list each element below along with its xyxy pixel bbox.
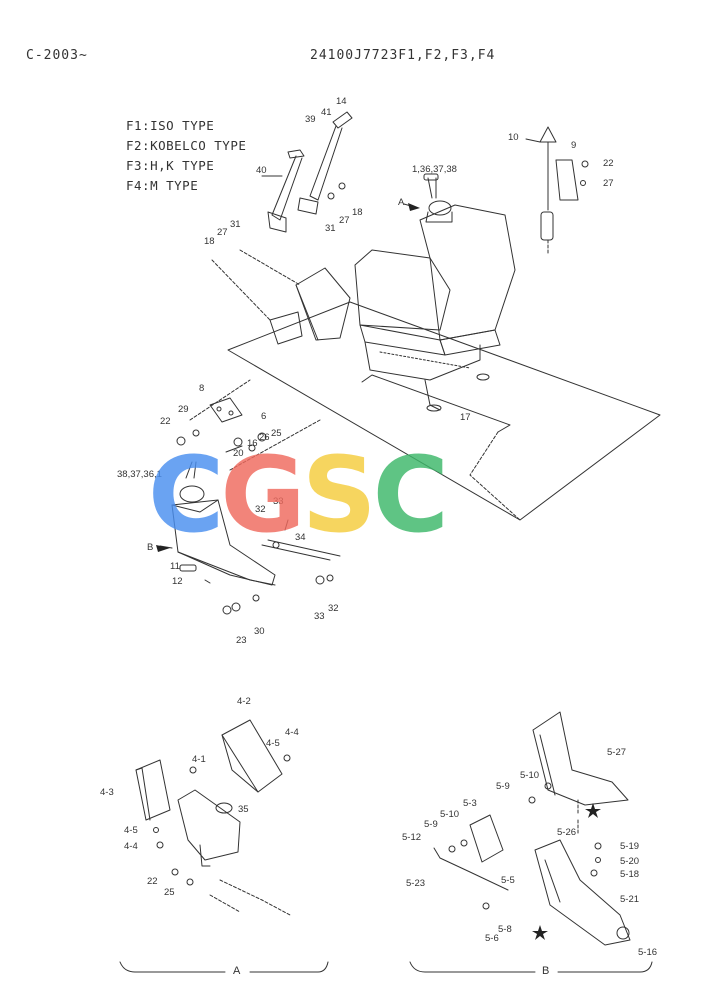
part-label-l4_4b: 4-4 xyxy=(124,841,138,852)
part-label-l32a: 32 xyxy=(255,504,266,515)
type-f1: F1:ISO TYPE xyxy=(126,118,215,133)
part-label-l5_6: 5-6 xyxy=(485,933,499,944)
watermark: CGSC xyxy=(148,434,449,556)
part-label-l5_9b: 5-9 xyxy=(424,819,438,830)
bracket-8 xyxy=(176,397,267,453)
part-label-l1363738: 1,36,37,38 xyxy=(412,164,457,175)
part-label-l30: 30 xyxy=(254,626,265,637)
part-label-l5_21: 5-21 xyxy=(620,894,640,905)
part-label-l40: 40 xyxy=(256,165,267,176)
view-arrows xyxy=(156,203,420,552)
part-label-l18a: 18 xyxy=(352,207,363,218)
part-label-l16: 16 xyxy=(247,438,258,449)
part-label-l27a: 27 xyxy=(603,178,614,189)
part-label-l27b: 27 xyxy=(339,215,350,226)
part-label-l27c: 27 xyxy=(217,227,228,238)
part-label-l39: 39 xyxy=(305,114,316,125)
part-label-l4_3: 4-3 xyxy=(100,787,114,798)
part-label-l4_5a: 4-5 xyxy=(266,738,280,749)
part-label-l18b: 18 xyxy=(204,236,215,247)
part-number: 24100J7723F1,F2,F3,F4 xyxy=(310,48,496,63)
part-label-l5_26: 5-26 xyxy=(557,827,577,838)
type-f2: F2:KOBELCO TYPE xyxy=(126,138,247,153)
lever-10 xyxy=(525,126,589,256)
part-label-l32b: 32 xyxy=(328,603,339,614)
part-label-l5_10a: 5-10 xyxy=(520,770,540,781)
part-label-l6: 6 xyxy=(261,411,267,422)
part-label-l383736: 38,37,36,1 xyxy=(117,469,162,480)
part-label-l20: 20 xyxy=(233,448,244,459)
model-code: C-2003~ xyxy=(26,48,88,63)
part-label-l5_12: 5-12 xyxy=(402,832,422,843)
type-f3: F3:H,K TYPE xyxy=(126,158,215,173)
watermark-letter: C xyxy=(148,434,224,556)
part-label-l22b: 22 xyxy=(160,416,171,427)
caption-b: B xyxy=(542,965,550,977)
star-markers xyxy=(532,803,601,940)
part-label-lB: B xyxy=(147,542,154,553)
part-label-l10: 10 xyxy=(508,132,519,143)
part-label-l5_18: 5-18 xyxy=(620,869,640,880)
part-label-l4_2: 4-2 xyxy=(237,696,251,707)
detail-b xyxy=(409,711,653,973)
part-label-l5_23: 5-23 xyxy=(406,878,426,889)
part-label-l31a: 31 xyxy=(325,223,336,234)
part-label-l4_5b: 4-5 xyxy=(124,825,138,836)
watermark-letter: S xyxy=(301,434,377,556)
part-label-l26: 26 xyxy=(259,432,270,443)
part-label-l9: 9 xyxy=(571,140,577,151)
part-label-l22c: 22 xyxy=(147,876,158,887)
part-label-l5_10b: 5-10 xyxy=(440,809,460,820)
levers-39-40-41 xyxy=(261,111,353,233)
part-label-l4_1: 4-1 xyxy=(192,754,206,765)
part-label-l5_19: 5-19 xyxy=(620,841,640,852)
watermark-letter: G xyxy=(220,434,305,556)
part-label-l11: 11 xyxy=(170,561,180,572)
part-label-l5_27: 5-27 xyxy=(607,747,627,758)
part-label-l33b: 33 xyxy=(314,611,325,622)
part-label-l34: 34 xyxy=(295,532,306,543)
part-label-l23: 23 xyxy=(236,635,247,646)
part-label-l5_5: 5-5 xyxy=(501,875,515,886)
part-label-l14: 14 xyxy=(336,96,347,107)
part-label-l29: 29 xyxy=(178,404,189,415)
part-label-lA: A xyxy=(398,197,405,208)
part-label-l25b: 25 xyxy=(164,887,175,898)
operator-seat xyxy=(354,204,516,412)
part-label-l31b: 31 xyxy=(230,219,241,230)
joystick-a xyxy=(403,173,453,223)
part-label-l33a: 33 xyxy=(273,496,284,507)
pedal-stand xyxy=(211,249,351,345)
part-label-l22a: 22 xyxy=(603,158,614,169)
part-label-l25: 25 xyxy=(271,428,282,439)
part-label-l5_9a: 5-9 xyxy=(496,781,510,792)
part-label-l5_3: 5-3 xyxy=(463,798,477,809)
part-label-l5_8: 5-8 xyxy=(498,924,512,935)
type-f4: F4:M TYPE xyxy=(126,178,199,193)
part-label-l17: 17 xyxy=(460,412,471,423)
type-legend: F1:ISO TYPE F2:KOBELCO TYPE F3:H,K TYPE … xyxy=(126,116,246,196)
part-label-l4_4a: 4-4 xyxy=(285,727,299,738)
part-label-l41: 41 xyxy=(321,107,332,118)
part-label-l8: 8 xyxy=(199,383,205,394)
part-label-l12: 12 xyxy=(172,576,183,587)
part-label-l5_20: 5-20 xyxy=(620,856,640,867)
part-label-l5_16: 5-16 xyxy=(638,947,658,958)
part-label-l35: 35 xyxy=(238,804,249,815)
detail-a xyxy=(119,719,329,973)
caption-a: A xyxy=(233,965,241,977)
watermark-letter: C xyxy=(372,434,449,556)
